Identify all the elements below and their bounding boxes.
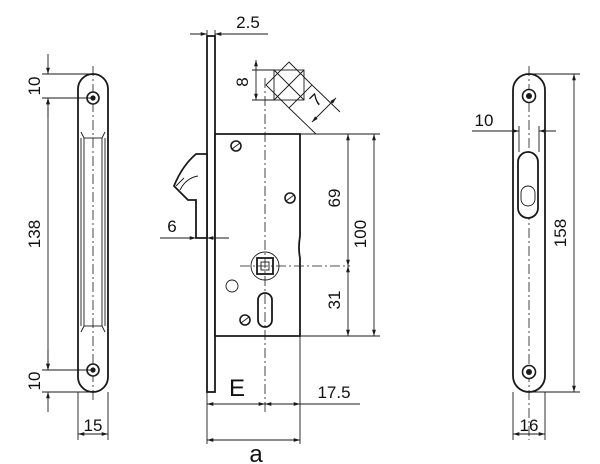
middle-dim-upper-label: 69 xyxy=(325,189,344,208)
left-dim-bottom: 10 xyxy=(25,350,93,412)
middle-dim-plate: 2.5 xyxy=(190,13,268,36)
middle-dim-lower: 31 xyxy=(325,266,350,336)
faceplate-strip xyxy=(206,35,216,393)
middle-dim-center: 17.5 xyxy=(265,336,360,444)
right-view-strike-plate xyxy=(512,66,546,440)
middle-dim-body: 100 xyxy=(300,134,380,337)
hook-bolt xyxy=(172,153,208,239)
middle-dim-plate-label: 2.5 xyxy=(236,13,260,32)
right-dim-width: 16 xyxy=(512,392,546,440)
right-dim-height: 158 xyxy=(529,73,580,393)
middle-dim-angle-label: 7 xyxy=(306,90,326,110)
right-dim-height-label: 158 xyxy=(551,219,570,247)
middle-dim-hook-label: 6 xyxy=(167,217,176,236)
middle-dim-a-label: a xyxy=(249,441,263,464)
right-dim-top: 10 xyxy=(472,111,556,152)
cylinder-hole xyxy=(257,292,273,328)
left-dim-top-label: 10 xyxy=(25,77,44,96)
left-view-faceplate xyxy=(77,66,109,400)
left-dim-height-label: 138 xyxy=(25,220,44,248)
left-dim-bottom-label: 10 xyxy=(25,372,44,391)
strike-slot xyxy=(517,151,539,219)
right-dim-top-label: 10 xyxy=(475,111,494,130)
left-dim-height: 138 xyxy=(25,98,50,370)
middle-dim-lower-label: 31 xyxy=(325,291,344,310)
middle-dim-e-label: E xyxy=(229,375,245,402)
lock-case xyxy=(214,133,301,337)
middle-dim-square-label: 8 xyxy=(233,77,252,86)
middle-dim-a: a xyxy=(207,438,300,464)
middle-dim-body-label: 100 xyxy=(351,220,370,248)
middle-dim-upper: 69 xyxy=(300,133,380,266)
right-dim-width-label: 16 xyxy=(520,416,539,435)
small-hole xyxy=(225,279,239,293)
middle-dim-square: 8 xyxy=(233,60,274,101)
middle-dim-hook: 6 xyxy=(160,217,229,240)
middle-dim-center-label: 17.5 xyxy=(317,383,350,402)
left-dim-width-label: 15 xyxy=(84,416,103,435)
middle-dim-e: E xyxy=(206,375,265,444)
left-dim-width: 15 xyxy=(77,392,109,440)
middle-view-lock-body xyxy=(172,35,350,412)
square-spindle-detail xyxy=(265,61,313,109)
